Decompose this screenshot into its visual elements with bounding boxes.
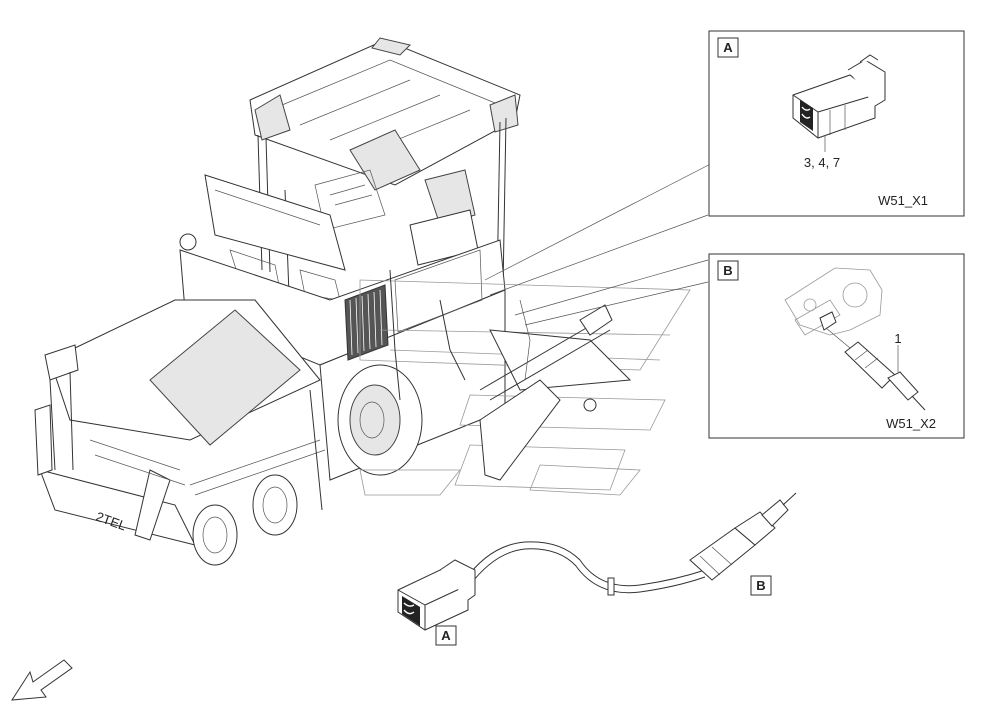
cable-tag-a-text: A	[441, 628, 451, 643]
detail-b-tag-text: B	[723, 263, 732, 278]
leader-lines	[484, 154, 729, 326]
screed-outline	[359, 279, 691, 496]
detail-b-pin: 1	[894, 331, 901, 346]
mounting-bracket-illustration	[784, 267, 883, 336]
detail-a-tag	[717, 37, 739, 58]
detail-box-a: A 3, 4, 7 W51_X1	[708, 30, 965, 217]
cable-assembly: A B	[397, 492, 797, 646]
cable-tag-b-text: B	[756, 578, 765, 593]
sensor-connector-b-illustration	[819, 311, 926, 411]
cable-plug-a	[397, 559, 476, 631]
detail-b-connector-id: W51_X2	[886, 416, 936, 431]
cable-tag-b	[750, 575, 772, 596]
plug-connector-a-illustration	[792, 54, 886, 139]
cable-tag-a	[435, 625, 457, 646]
detail-box-b: B 1 W51_X2	[708, 253, 965, 439]
detail-a-tag-text: A	[723, 40, 733, 55]
cable-sensor-b	[689, 492, 797, 581]
front-wheels	[192, 474, 298, 566]
detail-a-pins: 3, 4, 7	[804, 155, 840, 170]
detail-a-connector-id: W51_X1	[878, 193, 928, 208]
direction-arrow-icon	[11, 659, 73, 701]
engine-grille	[344, 284, 389, 361]
detail-b-tag	[717, 260, 739, 281]
paver-machine-illustration: 2TEL	[34, 37, 691, 566]
drive-wheel	[337, 364, 423, 476]
